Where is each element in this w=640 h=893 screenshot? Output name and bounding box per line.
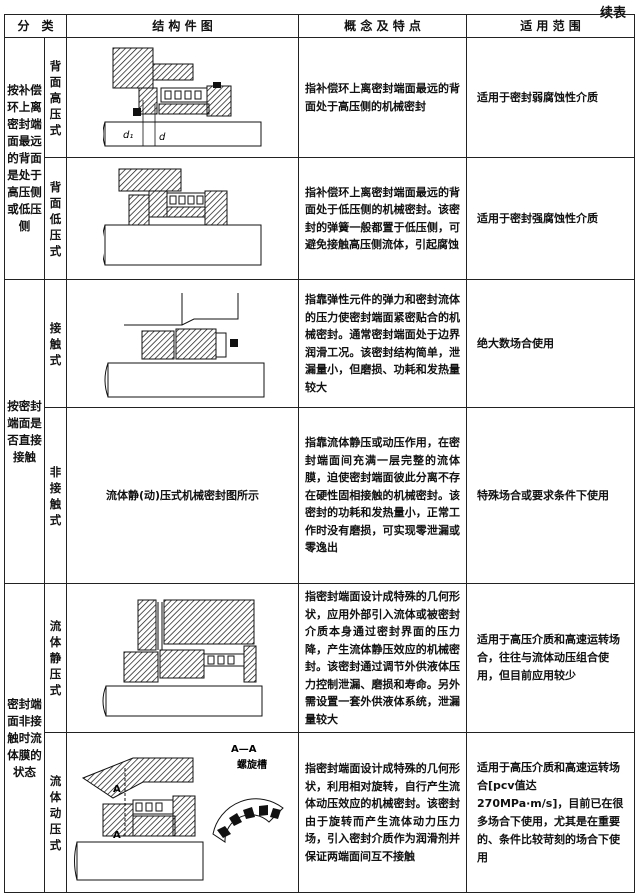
row-type: 流体静压式 [43, 583, 68, 733]
structure-figure [66, 279, 300, 408]
contact-seal-figure [104, 292, 265, 397]
table-row: 背面低压式 指补偿环上离密封端面最远的背面处于低压侧的机械密封。该密封的弹簧一般… [5, 157, 636, 280]
figure-reference-text: 流体静(动)压式机械密封图所示 [66, 407, 300, 584]
table-header-row: 分 类 结 构 件 图 概 念 及 特 点 适 用 范 围 [3, 14, 636, 38]
spiral-groove-label: 螺旋槽 [237, 758, 267, 771]
section-mark-a-top: A [113, 784, 121, 795]
group-category: 按密封端面是否直接接触 [4, 279, 45, 584]
structure-figure [66, 583, 300, 733]
seal-classification-table: 分 类 结 构 件 图 概 念 及 特 点 适 用 范 围 按补偿环上离密封端面… [3, 14, 636, 893]
concept-text: 指靠流体静压或动压作用，在密封端面间充满一层完整的流体膜，迫使密封端面彼此分离不… [298, 407, 468, 584]
row-type: 接触式 [43, 279, 68, 408]
row-type: 背面低压式 [43, 157, 68, 280]
back-low-pressure-figure [102, 168, 262, 265]
header-application: 适 用 范 围 [466, 14, 636, 38]
application-text: 绝大数场合使用 [466, 279, 636, 408]
table-row: 按密封端面是否直接接触 接触式 指靠弹性元件的弹力和密封流体的压力使密封端面紧密… [4, 279, 636, 584]
header-category: 分 类 [3, 14, 68, 38]
table-row: 按补偿环上离密封端面最远的背面是处于高压侧或低压侧 背面高压式 [4, 37, 636, 280]
section-mark-a-bottom: A [113, 830, 121, 841]
structure-figure: d₁ d [66, 37, 300, 158]
application-text: 适用于密封弱腐蚀性介质 [466, 37, 636, 158]
application-text: 特殊场合或要求条件下使用 [466, 407, 636, 584]
structure-figure: A A A—A 螺旋槽 [66, 732, 300, 893]
figure-label-d1: d₁ [123, 130, 133, 141]
concept-text: 指补偿环上离密封端面最远的背面处于低压侧的机械密封。该密封的弹簧一般都置于低压侧… [298, 157, 468, 280]
row-type: 流体动压式 [43, 732, 68, 893]
concept-text: 指补偿环上离密封端面最远的背面处于高压侧的机械密封 [298, 37, 468, 158]
figure-label-d: d [159, 132, 166, 143]
header-figure: 结 构 件 图 [66, 14, 300, 38]
structure-figure [66, 157, 300, 280]
application-text: 适用于高压介质和高速运转场合，往往与流体动压组合使用，但目前应用较少 [466, 583, 636, 733]
group-category: 密封端面非接触时流体膜的状态 [4, 583, 45, 893]
concept-text: 指密封端面设计成特殊的几何形状，应用外部引入流体或被密封介质本身通过密封界面的压… [298, 583, 468, 733]
hydrostatic-seal-figure [102, 599, 263, 717]
section-label-aa: A—A [231, 744, 257, 755]
header-concept: 概 念 及 特 点 [298, 14, 468, 38]
row-type: 非接触式 [43, 407, 68, 584]
group-category: 按补偿环上离密封端面最远的背面是处于高压侧或低压侧 [4, 37, 45, 280]
table-row: 密封端面非接触时流体膜的状态 流体静压式 指密封端面设计成特殊的几何形状，应用外… [4, 583, 636, 893]
application-text: 适用于高压介质和高速运转场合[pcv值达270MPa·m/s]，目前已在很多场合… [466, 732, 636, 893]
back-high-pressure-figure: d₁ d [102, 47, 262, 146]
row-type: 背面高压式 [43, 37, 68, 158]
table-row: 流体动压式 A A A—A 螺旋槽 [5, 732, 636, 893]
hydrodynamic-seal-figure: A A A—A 螺旋槽 [73, 744, 284, 880]
application-text: 适用于密封强腐蚀性介质 [466, 157, 636, 280]
table-row: 非接触式 流体静(动)压式机械密封图所示 指靠流体静压或动压作用，在密封端面间充… [5, 407, 636, 584]
spiral-groove-ring [211, 797, 284, 843]
concept-text: 指靠弹性元件的弹力和密封流体的压力使密封端面紧密贴合的机械密封。通常密封端面处于… [298, 279, 468, 408]
concept-text: 指密封端面设计成特殊的几何形状，利用相对旋转，自行产生流体动压效应的机械密封。该… [298, 732, 468, 893]
